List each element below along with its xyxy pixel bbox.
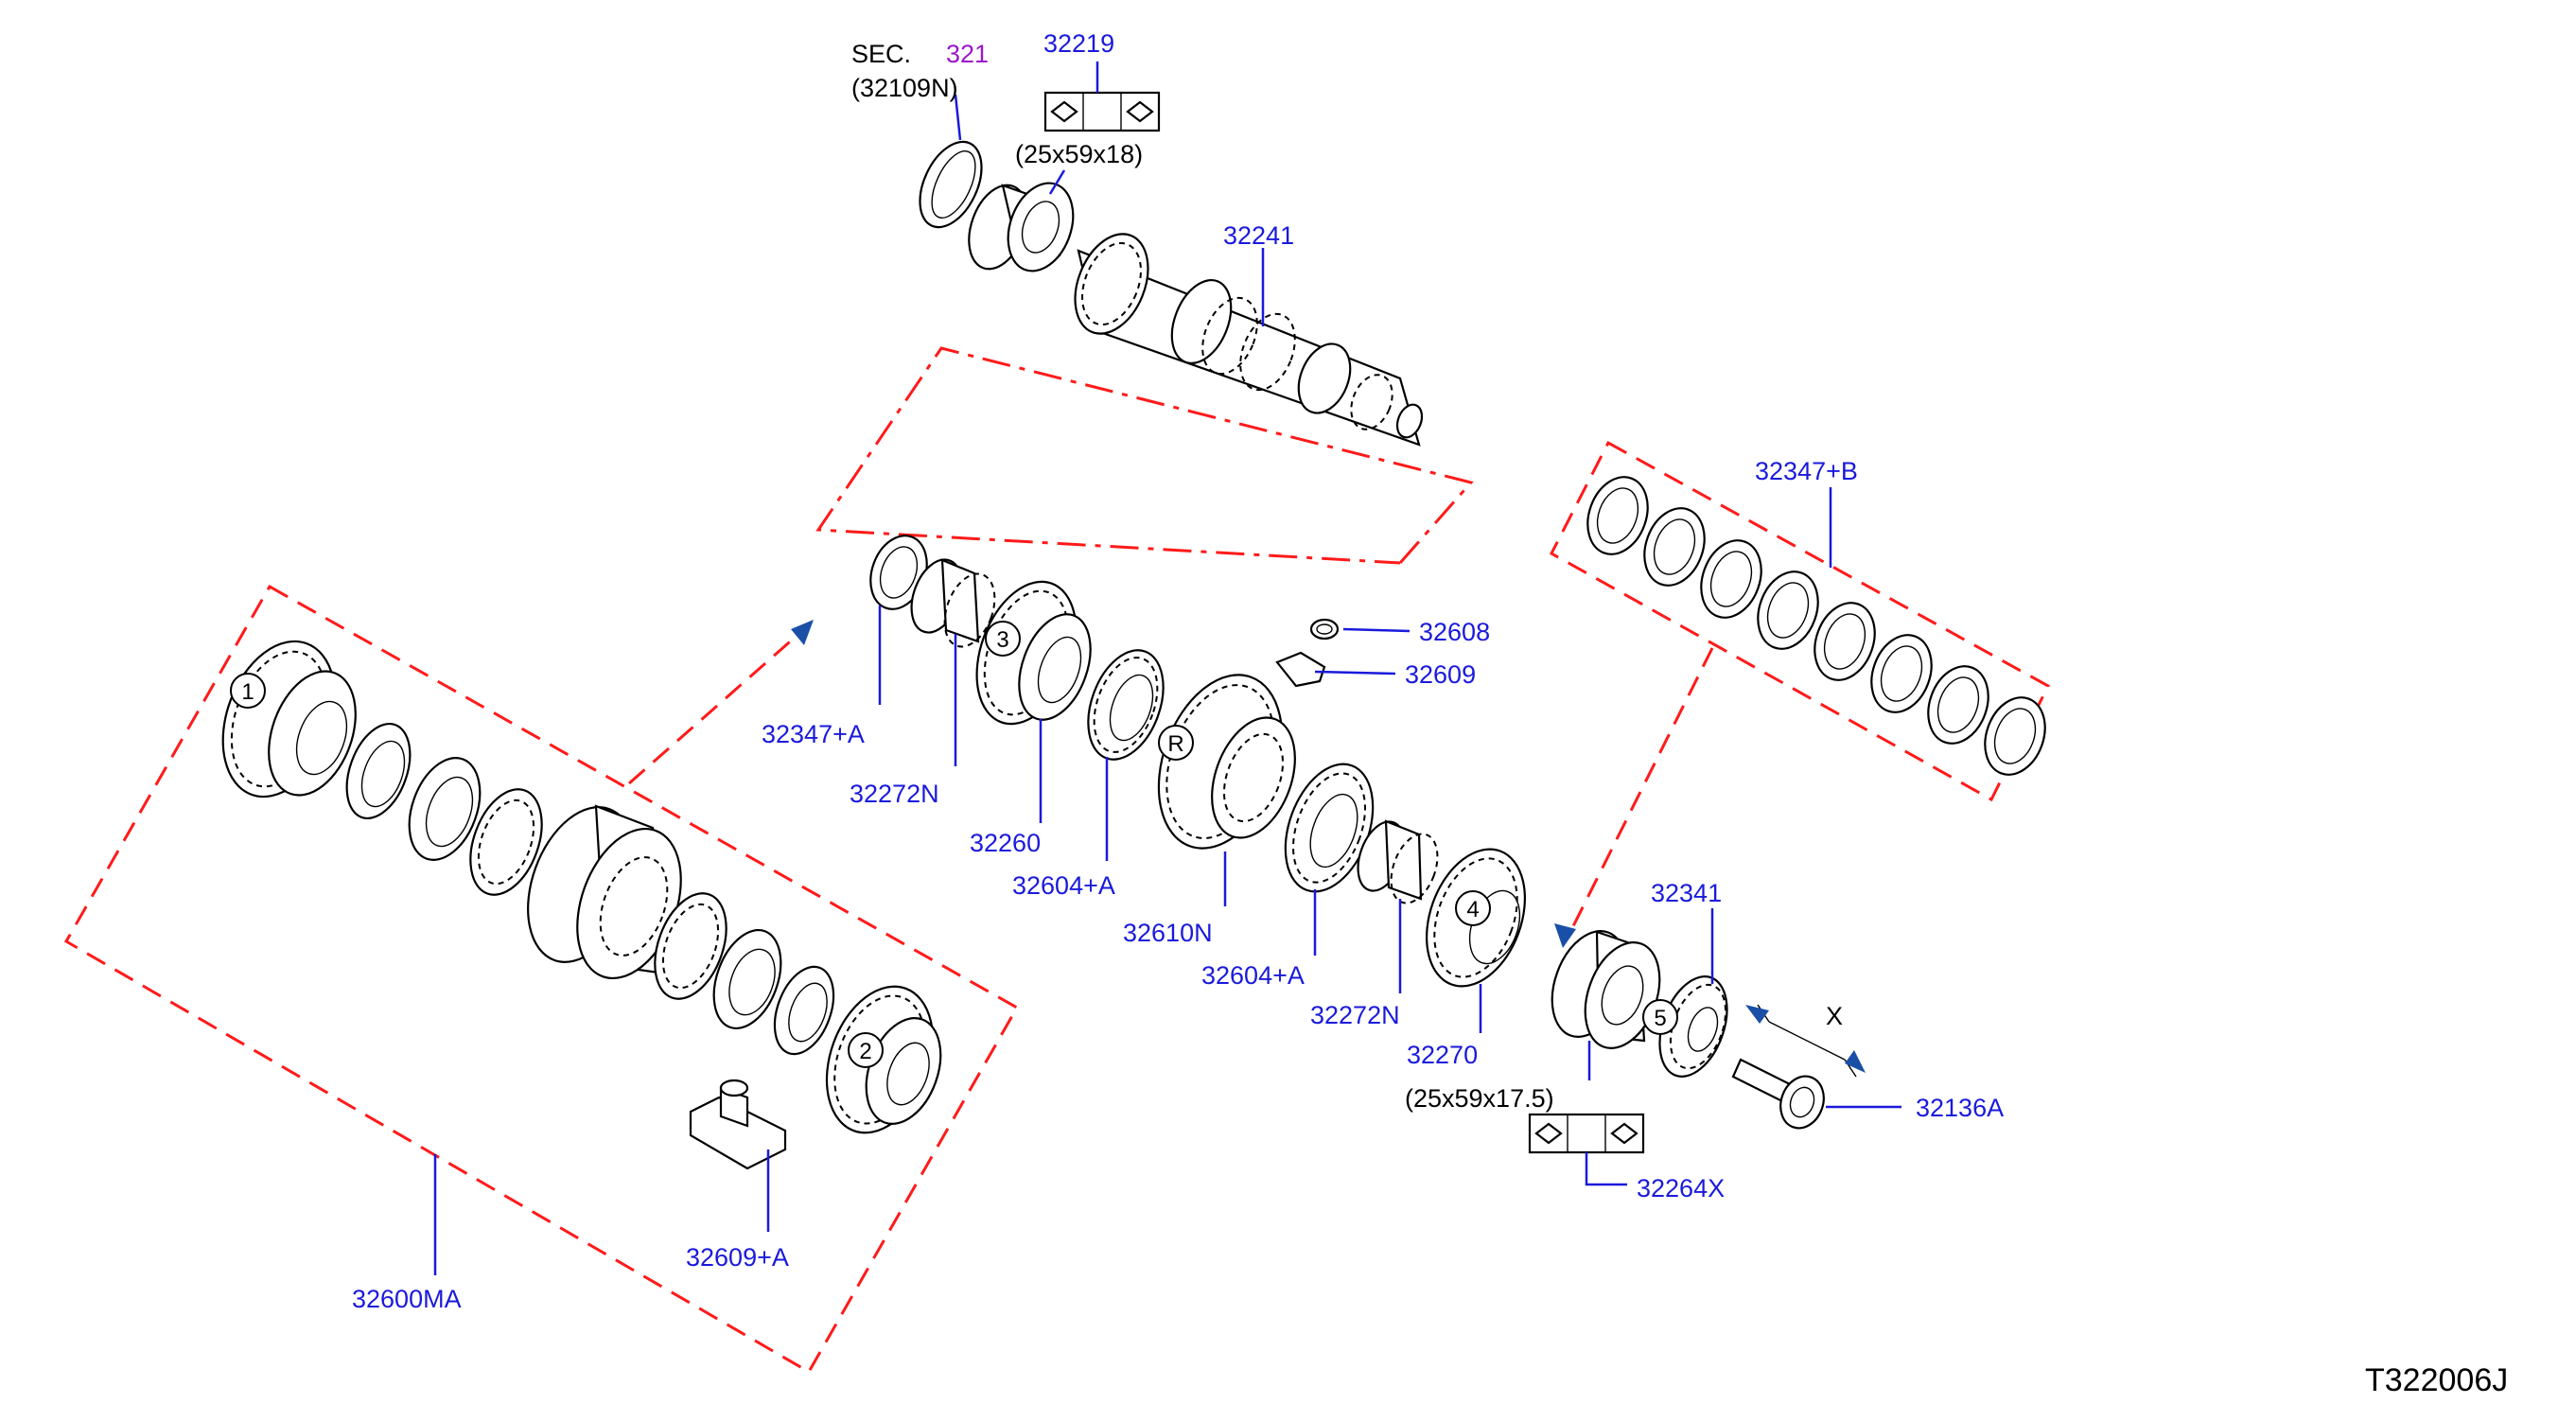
label-32347a[interactable]: 32347+A (762, 720, 865, 748)
gear-mark-4: 4 (1455, 890, 1491, 926)
svg-text:3: 3 (996, 627, 1008, 653)
label-sec-321[interactable]: 321 (946, 40, 989, 68)
gear-mark-5: 5 (1642, 999, 1678, 1035)
gear-mark-3: 3 (985, 621, 1021, 657)
synchro-ring-5[interactable] (701, 921, 793, 1037)
label-32136a[interactable]: 32136A (1916, 1094, 2004, 1122)
shim-set-32347b[interactable] (1577, 468, 2055, 782)
gear-reverse-32610n[interactable] (1136, 658, 1310, 866)
shim-32347a[interactable] (861, 528, 937, 617)
label-dim-32264x: (25x59x17.5) (1405, 1084, 1554, 1113)
svg-text:5: 5 (1654, 1006, 1666, 1031)
main-shaft-32241[interactable] (1061, 223, 1427, 447)
synchro-ring-2[interactable] (396, 748, 493, 870)
label-32219[interactable]: 32219 (1043, 29, 1114, 58)
gear-mark-2: 2 (848, 1032, 884, 1068)
synchro-ring-1[interactable] (335, 715, 422, 827)
bearing-32219[interactable] (958, 174, 1085, 280)
group-outline-32600ma (63, 584, 1020, 1375)
leader-lines (433, 61, 1901, 1275)
label-32600ma[interactable]: 32600MA (352, 1285, 462, 1313)
label-32260[interactable]: 32260 (970, 829, 1041, 857)
label-sec: SEC. (851, 40, 911, 68)
gear-mark-r: R (1158, 725, 1194, 761)
label-32608[interactable]: 32608 (1419, 618, 1490, 646)
svg-text:4: 4 (1466, 897, 1479, 922)
synchro-ring-4[interactable] (641, 884, 740, 1009)
connector-line-right (1568, 647, 1714, 933)
label-dim-32219: (25x59x18) (1015, 140, 1143, 168)
label-32341[interactable]: 32341 (1651, 879, 1722, 907)
label-32609[interactable]: 32609 (1405, 660, 1476, 689)
diagram-id: T322006J (2365, 1362, 2508, 1398)
bolt-32136a[interactable] (1731, 1058, 1831, 1134)
label-32264x[interactable]: 32264X (1637, 1174, 1725, 1202)
needle-bearing-32272n-upper[interactable] (902, 553, 1004, 654)
snap-ring-32109n[interactable] (907, 132, 993, 237)
pin-32608[interactable] (1309, 618, 1340, 641)
connector-arrow-right (1554, 923, 1576, 948)
label-32610n[interactable]: 32610N (1123, 919, 1213, 947)
gear-mark-1: 1 (230, 673, 266, 709)
group-outline-32347b (1550, 440, 2050, 802)
dimension-x (1745, 1004, 1866, 1078)
insert-32609a[interactable] (689, 1079, 787, 1170)
connector-line-left (628, 627, 805, 785)
label-32241[interactable]: 32241 (1223, 221, 1294, 250)
label-32609a[interactable]: 32609+A (686, 1243, 789, 1272)
group-outline-mainshaft (815, 346, 1474, 565)
spec-box-32219 (1043, 91, 1161, 132)
svg-text:2: 2 (859, 1039, 871, 1064)
needle-bearing-32272n-lower[interactable] (1349, 816, 1446, 909)
synchro-ring-3[interactable] (457, 780, 555, 904)
label-32604a-upper[interactable]: 32604+A (1012, 871, 1115, 900)
gear-3rd-32260[interactable] (958, 568, 1104, 737)
label-32272n-upper[interactable]: 32272N (850, 780, 939, 808)
synchro-ring-6[interactable] (763, 958, 844, 1062)
gear-5th-32341[interactable] (1647, 967, 1740, 1085)
bearing-32264x[interactable] (1538, 921, 1673, 1059)
spec-box-32264x (1528, 1113, 1645, 1154)
label-x: X (1826, 1002, 1843, 1030)
connector-arrow-left (791, 620, 814, 645)
spring-32609[interactable] (1275, 651, 1326, 688)
label-32347b[interactable]: 32347+B (1755, 457, 1858, 485)
label-32109n: (32109N) (851, 74, 958, 102)
synchro-hub-sleeve[interactable] (508, 792, 700, 992)
label-32270[interactable]: 32270 (1407, 1041, 1478, 1069)
svg-text:R: R (1167, 731, 1183, 757)
label-32604a-lower[interactable]: 32604+A (1201, 961, 1305, 990)
svg-text:1: 1 (241, 679, 254, 705)
label-32272n-lower[interactable]: 32272N (1310, 1001, 1400, 1029)
